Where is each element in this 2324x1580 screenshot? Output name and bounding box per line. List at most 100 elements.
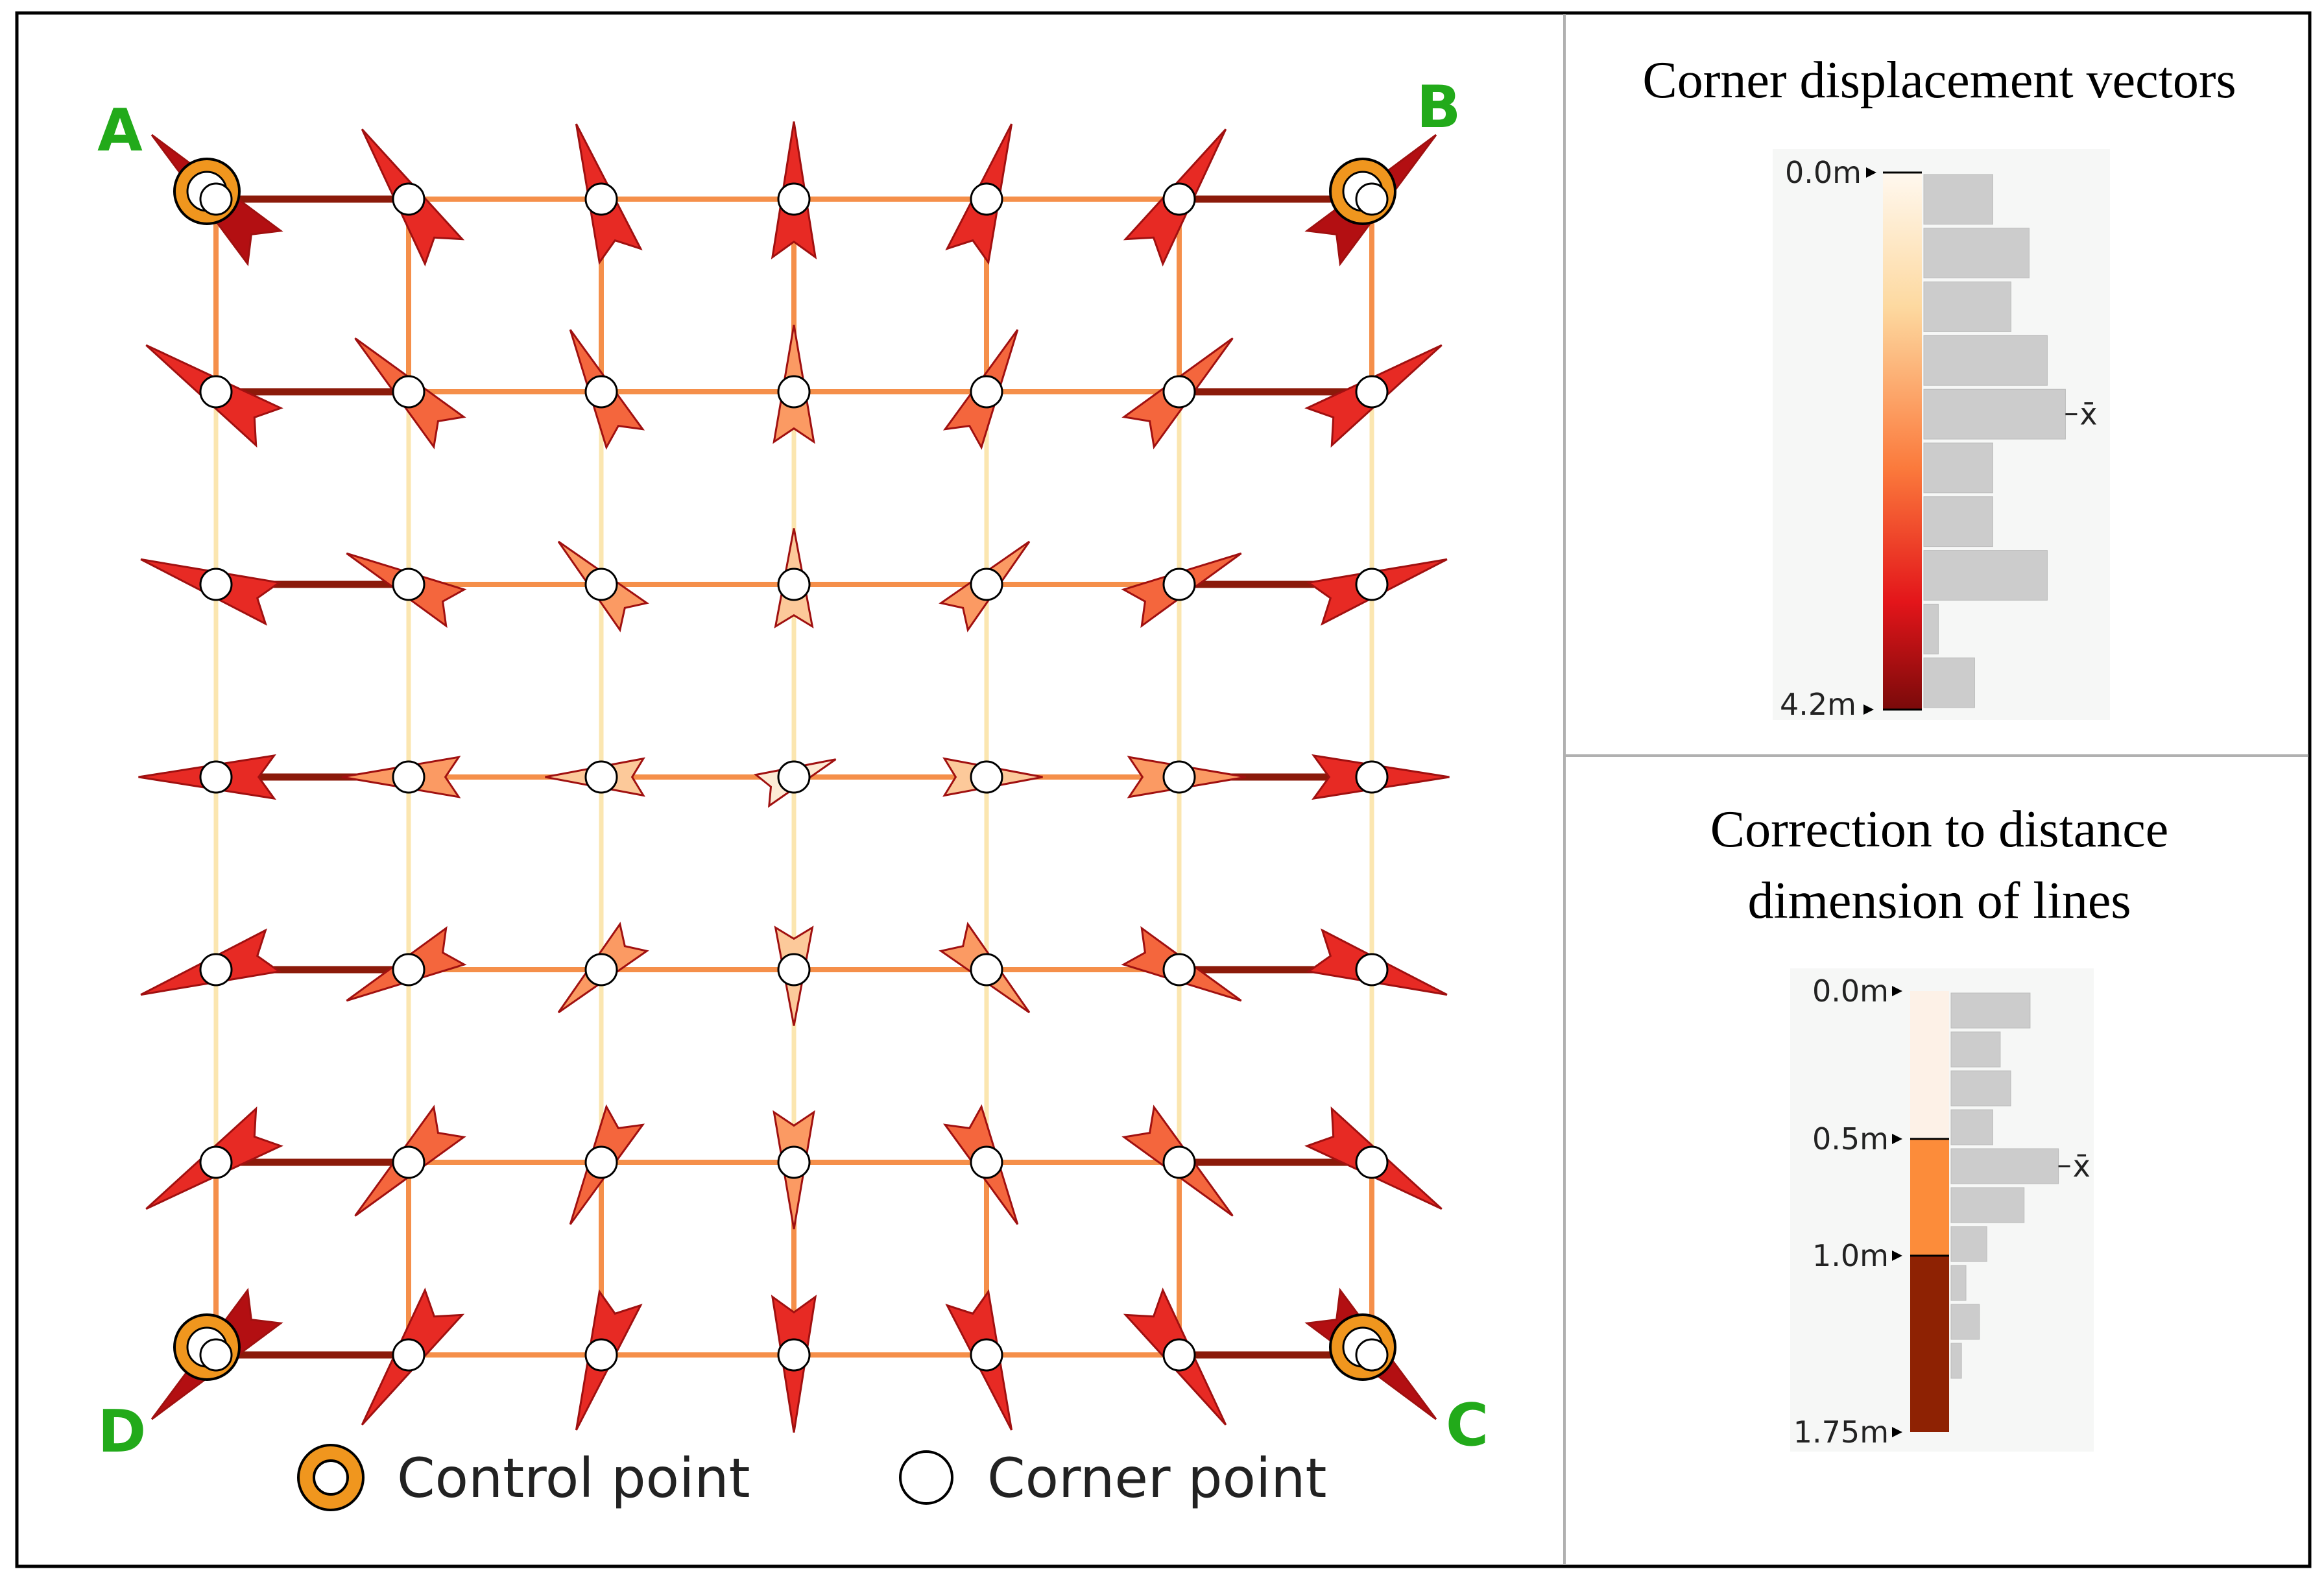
corner-label-c: C (1446, 1391, 1489, 1459)
histogram-bar (1923, 174, 1993, 225)
corner-point (1162, 953, 1196, 987)
corner-point (1162, 182, 1196, 216)
legend-corner-point-icon (899, 1450, 953, 1505)
histogram-bar (1923, 496, 1993, 547)
histogram-bar (1923, 389, 2066, 440)
corner-point (392, 760, 425, 794)
displacement-scale-bottom-label: 4.2m (1780, 687, 1856, 722)
corner-point (199, 953, 233, 987)
panel-displacement: Corner displacement vectors 0.0m 4.2m x̄ (1642, 52, 2236, 722)
distance-scale-segment-light (1910, 991, 1949, 1139)
corner-point (584, 953, 618, 987)
corner-point (970, 375, 1003, 409)
distance-scale-label-2: 1.0m (1812, 1238, 1889, 1273)
corner-point (1355, 953, 1389, 987)
histogram-bar (1950, 1187, 2025, 1223)
corner-point (1355, 1145, 1389, 1179)
distance-scale-label-0: 0.0m (1812, 974, 1889, 1009)
legend-control-point-label: Control point (397, 1446, 750, 1510)
corner-point (777, 760, 811, 794)
corner-point (777, 1145, 811, 1179)
corner-point (392, 182, 425, 216)
corner-point (199, 568, 233, 601)
corner-point (584, 568, 618, 601)
histogram-bar (1923, 550, 2048, 601)
corner-point (1162, 375, 1196, 409)
corner-point (777, 1338, 811, 1372)
corner-point (1162, 1338, 1196, 1372)
corner-point (199, 1338, 233, 1372)
distance-scale-marker-1-icon (1892, 1134, 1902, 1144)
corner-point (777, 182, 811, 216)
histogram-bar (1950, 1226, 1987, 1262)
corner-point (584, 760, 618, 794)
distance-scale-label-1: 0.5m (1812, 1121, 1889, 1156)
corner-label-d: D (98, 1398, 147, 1466)
displacement-mean-marker: x̄ (2079, 397, 2097, 432)
corner-point (199, 182, 233, 216)
panel-distance: Correction to distance dimension of line… (1710, 801, 2168, 1452)
corner-point (777, 375, 811, 409)
corner-point (970, 760, 1003, 794)
histogram-bar (1950, 1304, 1980, 1340)
corner-label-b: B (1417, 73, 1461, 141)
corner-point (584, 375, 618, 409)
corner-point (584, 1338, 618, 1372)
corner-point (970, 568, 1003, 601)
distance-scale-segment-dark (1910, 1256, 1949, 1432)
corner-point (392, 1338, 425, 1372)
distance-scale-marker-3-icon (1892, 1427, 1902, 1437)
histogram-bar (1923, 228, 2030, 279)
corner-point (777, 953, 811, 987)
legend-control-point-center (313, 1459, 349, 1496)
corner-point (970, 953, 1003, 987)
scale-bottom-marker-icon (1863, 704, 1874, 715)
corner-point (970, 1338, 1003, 1372)
corner-point (584, 1145, 618, 1179)
legend: Control point Corner point (297, 1444, 1326, 1511)
corner-point (1355, 1338, 1389, 1372)
corner-point (1355, 568, 1389, 601)
distance-scale-label-3: 1.75m (1793, 1415, 1889, 1450)
histogram-bar (1923, 281, 2011, 332)
corner-point (970, 1145, 1003, 1179)
corner-point (392, 1145, 425, 1179)
distance-scale-labels: 0.0m 0.5m 1.0m 1.75m (1793, 974, 1902, 1450)
corner-point (1355, 182, 1389, 216)
corner-point (199, 1145, 233, 1179)
distance-scale-marker-2-icon (1892, 1251, 1902, 1261)
grid-points (173, 158, 1396, 1381)
histogram-bar (1923, 657, 1975, 708)
corner-point (584, 182, 618, 216)
displacement-grid-figure (138, 121, 1450, 1433)
corner-point (1162, 1145, 1196, 1179)
corner-point (1355, 375, 1389, 409)
corner-point (777, 568, 811, 601)
panel-displacement-title: Corner displacement vectors (1642, 52, 2236, 109)
histogram-bar (1923, 442, 1993, 494)
distance-scale-marker-0-icon (1892, 986, 1902, 996)
panel-distance-title-line2: dimension of lines (1747, 872, 2131, 929)
histogram-bar (1950, 992, 2031, 1029)
scale-top-marker-icon (1866, 167, 1876, 178)
histogram-bar (1950, 1109, 1993, 1145)
displacement-color-scale (1883, 173, 1922, 710)
distance-scale-segment-mid (1910, 1139, 1949, 1256)
histogram-bar (1950, 1343, 1962, 1379)
distance-mean-marker: x̄ (2073, 1149, 2090, 1184)
distance-histogram (1950, 992, 2070, 1379)
corner-point (1355, 760, 1389, 794)
histogram-bar (1950, 1265, 1967, 1301)
panel-distance-title-line1: Correction to distance (1710, 801, 2168, 858)
corner-point (392, 568, 425, 601)
corner-point (199, 375, 233, 409)
histogram-bar (1950, 1148, 2059, 1184)
corner-point (1162, 568, 1196, 601)
corner-label-a: A (97, 97, 143, 165)
histogram-bar (1950, 1031, 2001, 1068)
corner-point (1162, 760, 1196, 794)
histogram-bar (1923, 335, 2048, 386)
histogram-bar (1923, 603, 1939, 654)
displacement-scale-top-label: 0.0m (1785, 155, 1862, 190)
